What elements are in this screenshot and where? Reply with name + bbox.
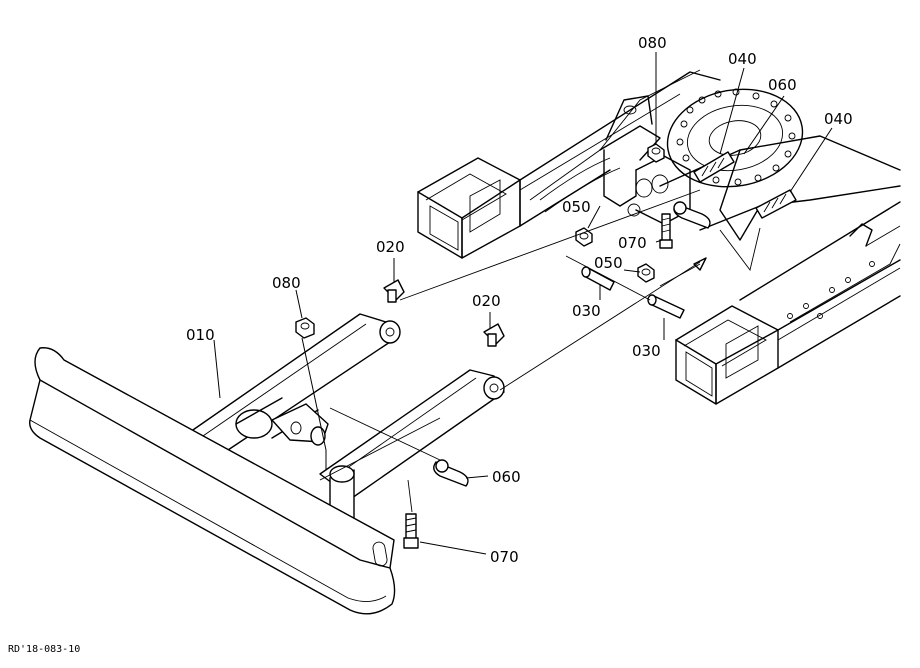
bolt-070-bottom — [403, 513, 419, 549]
label-010-blade: 010 — [186, 326, 215, 344]
dozer-blade-assembly — [29, 313, 505, 615]
label-030-left: 030 — [572, 302, 601, 320]
bolt-040-top — [693, 151, 735, 183]
label-020-right: 020 — [472, 292, 501, 310]
reference-code: RD'18-083-10 — [8, 644, 80, 655]
nut-050-right — [637, 263, 655, 283]
label-060-top: 060 — [768, 76, 797, 94]
label-040-right: 040 — [824, 110, 853, 128]
bolt-040-right — [755, 189, 797, 219]
leader-lines — [213, 52, 833, 555]
pin-060-top — [673, 201, 711, 229]
label-080-left: 080 — [272, 274, 301, 292]
pin-030-right — [647, 294, 685, 319]
label-080-top: 080 — [638, 34, 667, 52]
grease-nipple-right — [483, 323, 505, 347]
label-060-bottom: 060 — [492, 468, 521, 486]
label-070-mid: 070 — [618, 234, 647, 252]
label-020-left: 020 — [376, 238, 405, 256]
callout-labels: 010 020 020 030 030 040 040 050 050 060 … — [8, 34, 853, 655]
pin-060-bottom — [433, 459, 469, 487]
tractor-frame — [417, 69, 901, 405]
label-050-left: 050 — [562, 198, 591, 216]
label-040-top: 040 — [728, 50, 757, 68]
label-050-right: 050 — [594, 254, 623, 272]
bolt-070-mid — [659, 213, 673, 249]
grease-nipple-left — [383, 279, 405, 303]
pin-030-left — [581, 266, 615, 291]
label-070-bottom: 070 — [490, 548, 519, 566]
label-030-right: 030 — [632, 342, 661, 360]
nut-080-left — [295, 317, 315, 339]
nut-080-top — [647, 143, 665, 163]
